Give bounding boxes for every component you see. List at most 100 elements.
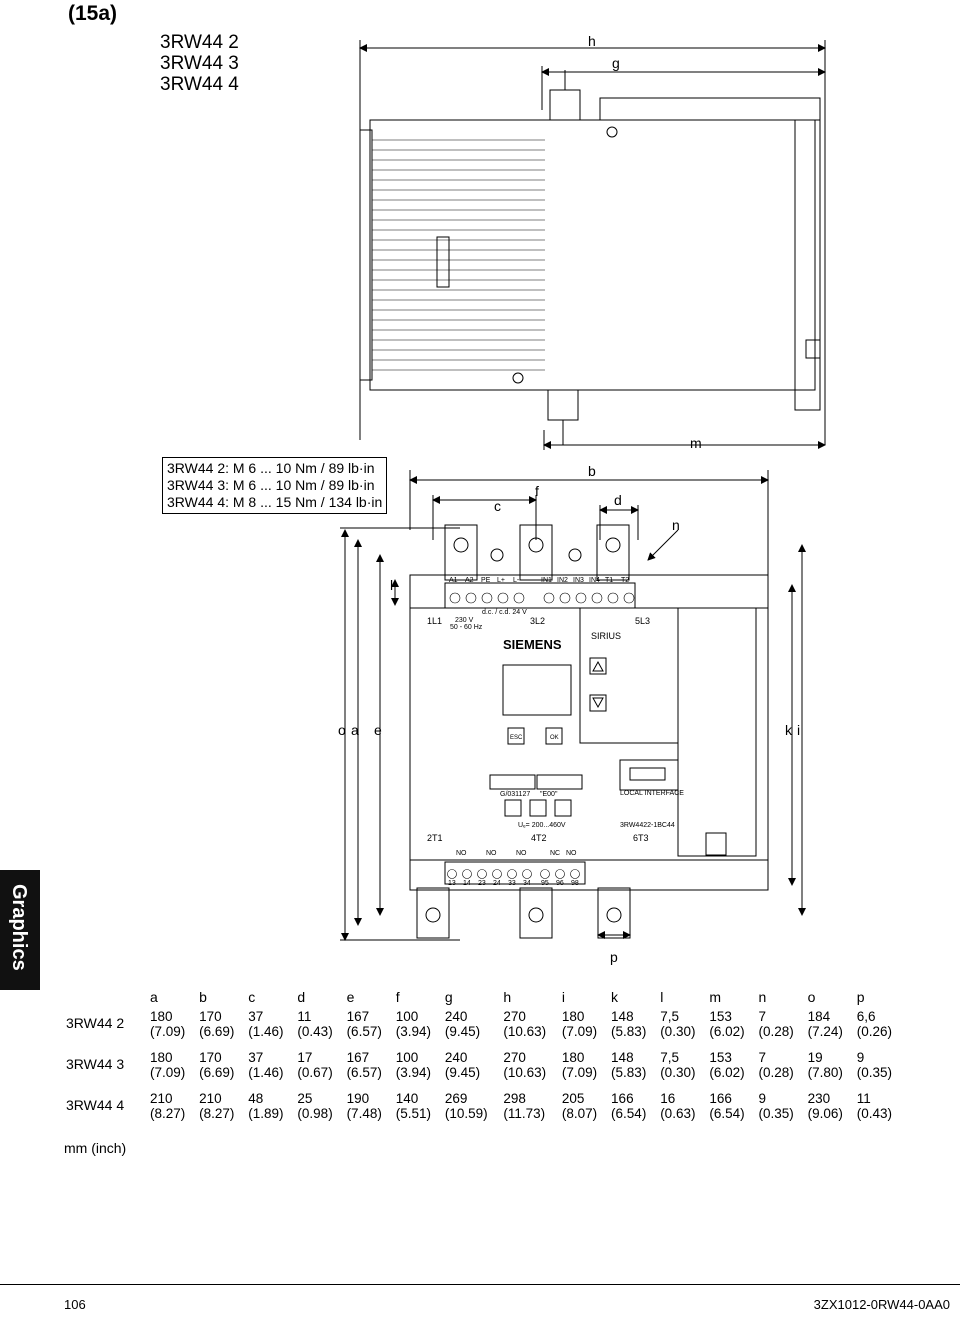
table-cell: 153(6.02) [707, 1049, 756, 1090]
cell-inch: (6.57) [346, 1024, 382, 1039]
cell-mm: 148 [611, 1050, 634, 1065]
table-cell: 25(0.98) [295, 1090, 344, 1131]
dim-o-label: o [338, 722, 346, 738]
column-header: p [856, 989, 865, 1005]
terminal-label: A2 [465, 577, 474, 584]
dim-k-label: k [785, 722, 793, 738]
frequency-label: 50 - 60 Hz [450, 624, 483, 631]
page-number: 106 [64, 1297, 86, 1312]
order-number: 3RW4422-1BC44 [620, 822, 675, 829]
cell-mm: 153 [709, 1050, 732, 1065]
table-cell: 37(1.46) [246, 1008, 295, 1049]
esc-key: ESC [510, 735, 523, 741]
cell-inch: (7.24) [807, 1024, 843, 1039]
cell-inch: (5.83) [611, 1024, 647, 1039]
local-interface-label: LOCAL INTERFACE [620, 790, 684, 797]
table-cell: 270(10.63) [501, 1049, 560, 1090]
cell-mm: 48 [248, 1091, 264, 1106]
table-header-row: a b c d e f g h i k l m n o p [64, 986, 904, 1008]
contact-label: NO [486, 850, 497, 857]
table-cell: 9(0.35) [855, 1049, 904, 1090]
cell-inch: (0.26) [856, 1024, 893, 1039]
cell-inch: (6.57) [346, 1065, 382, 1080]
terminal-label: 95 [541, 880, 549, 887]
torque-box: 3RW44 2: M 6 ... 10 Nm / 89 lb·in 3RW44 … [162, 457, 388, 514]
contact-label: NO [566, 850, 577, 857]
terminal-label: 98 [571, 880, 579, 887]
cell-mm: 180 [150, 1050, 173, 1065]
phase-3L2: 3L2 [530, 616, 545, 626]
cell-inch: (7.48) [346, 1106, 382, 1121]
cell-inch: (6.69) [199, 1024, 235, 1039]
cell-inch: (10.59) [444, 1106, 488, 1121]
terminal-label: 34 [523, 880, 531, 887]
dim-d-label: d [614, 492, 622, 508]
table-cell: 6,6(0.26) [855, 1008, 904, 1049]
section-tab: Graphics [0, 870, 40, 990]
cell-inch: (6.02) [709, 1065, 745, 1080]
terminal-label: 23 [478, 880, 486, 887]
cell-mm: 9 [856, 1050, 865, 1065]
dim-i-label: i [797, 722, 800, 738]
cell-inch: (8.27) [199, 1106, 235, 1121]
terminal-label: 24 [493, 880, 501, 887]
cell-mm: 153 [709, 1009, 732, 1024]
cell-mm: 7 [758, 1050, 766, 1065]
cell-mm: 100 [395, 1009, 419, 1024]
voltage-label: 230 V [455, 617, 474, 624]
table-cell: 100(3.94) [394, 1049, 443, 1090]
cell-inch: (0.43) [297, 1024, 333, 1039]
cell-inch: (7.09) [150, 1024, 186, 1039]
cell-inch: (6.02) [709, 1024, 745, 1039]
cell-inch: (3.94) [395, 1024, 431, 1039]
contact-label: NO [456, 850, 467, 857]
dim-e-label: e [374, 722, 382, 738]
cell-mm: 17 [297, 1050, 313, 1065]
ok-key: OK [550, 735, 559, 741]
table-cell: 184(7.24) [806, 1008, 855, 1049]
table-cell: 153(6.02) [707, 1008, 756, 1049]
table-cell: 167(6.57) [345, 1049, 394, 1090]
cell-inch: (1.46) [248, 1024, 284, 1039]
torque-line: 3RW44 2: M 6 ... 10 Nm / 89 lb·in [167, 460, 375, 476]
terminal-label: IN1 [541, 577, 552, 584]
cell-mm: 270 [503, 1050, 526, 1065]
cell-inch: (9.06) [807, 1106, 843, 1121]
contact-label: NC [550, 850, 560, 857]
cell-mm: 37 [248, 1050, 264, 1065]
cell-mm: 37 [248, 1009, 264, 1024]
table-cell: 180(7.09) [560, 1049, 609, 1090]
cell-inch: (0.63) [660, 1106, 696, 1121]
cell-mm: 180 [150, 1009, 173, 1024]
cell-inch: (5.51) [395, 1106, 431, 1121]
cell-mm: 184 [807, 1009, 831, 1024]
table-cell: 205(8.07) [560, 1090, 609, 1131]
column-header: i [561, 989, 566, 1005]
terminal-label: L+ [497, 577, 505, 584]
cell-inch: (9.45) [444, 1065, 481, 1080]
cell-mm: 7 [758, 1009, 766, 1024]
cell-inch: (1.46) [248, 1065, 284, 1080]
table-cell: 180(7.09) [560, 1008, 609, 1049]
table-cell: 19(7.80) [806, 1049, 855, 1090]
dim-m-label: m [690, 435, 702, 451]
terminal-label: T1 [605, 577, 613, 584]
cell-mm: 190 [346, 1091, 370, 1106]
table-cell: 270(10.63) [501, 1008, 560, 1049]
cell-inch: (10.63) [503, 1065, 547, 1080]
cell-mm: 240 [444, 1009, 468, 1024]
model-list: 3RW44 2 3RW44 3 3RW44 4 [160, 32, 239, 95]
terminal-label: T2 [621, 577, 629, 584]
cell-inch: (0.28) [758, 1024, 794, 1039]
cell-inch: (10.63) [503, 1024, 547, 1039]
cell-mm: 170 [199, 1009, 222, 1024]
column-header: d [297, 989, 306, 1005]
cell-mm: 167 [346, 1009, 370, 1024]
cell-inch: (7.09) [150, 1065, 186, 1080]
dim-f-label: f [535, 483, 539, 499]
table-cell: 17(0.67) [295, 1049, 344, 1090]
terminal-label: 14 [463, 880, 471, 887]
code-left: G/031127 [500, 791, 530, 798]
